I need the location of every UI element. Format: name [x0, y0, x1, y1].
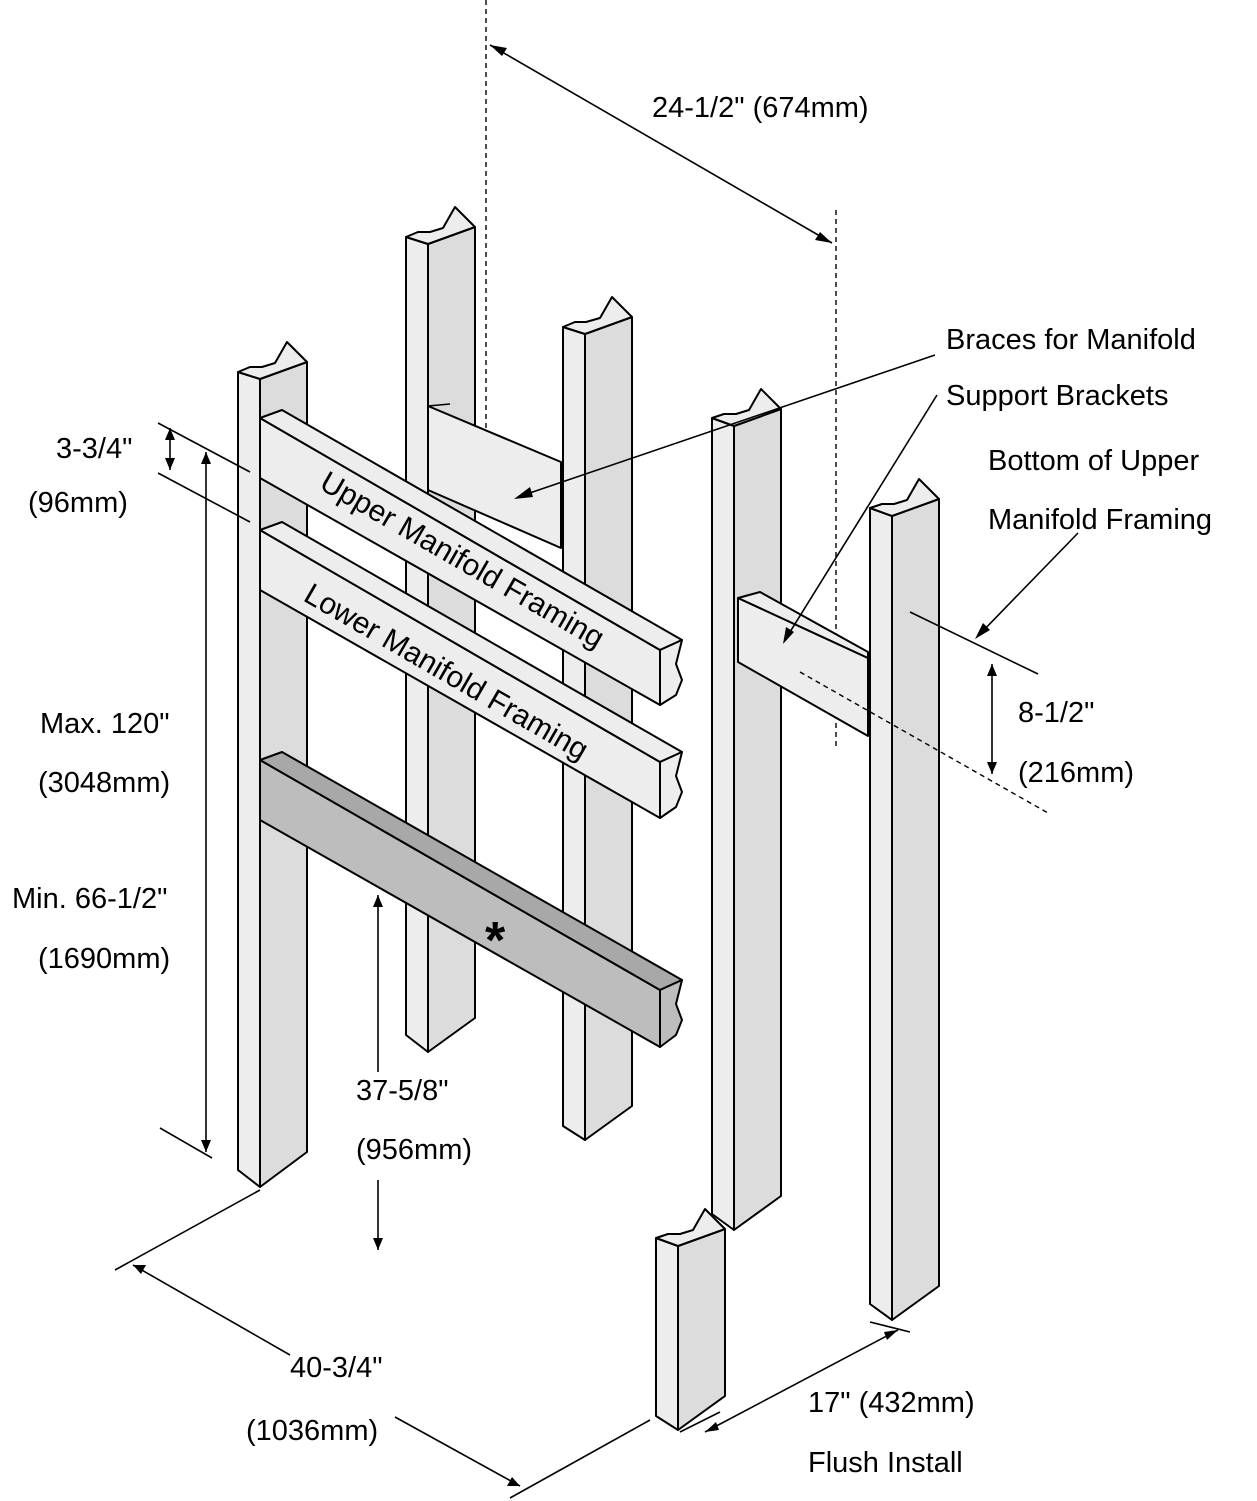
label-top-width: 24-1/2" (674mm) — [652, 92, 869, 124]
label-gap-in: 3-3/4" — [56, 433, 132, 465]
label-min-in: Min. 66-1/2" — [12, 883, 167, 915]
dimension-right — [799, 611, 1049, 814]
label-width-in: 40-3/4" — [290, 1352, 383, 1384]
label-max-mm: (3048mm) — [38, 767, 170, 799]
dimension-gap — [157, 422, 251, 523]
gray-blocking-board — [259, 751, 683, 1048]
label-gap-mm: (96mm) — [28, 487, 128, 519]
label-mid-mm: (956mm) — [356, 1134, 472, 1166]
label-right-mm: (216mm) — [1018, 757, 1134, 789]
label-braces-line1: Braces for Manifold — [946, 324, 1196, 356]
label-bottom-upper-line2: Manifold Framing — [988, 504, 1212, 536]
label-depth: 17" (432mm) — [808, 1387, 975, 1419]
dimension-bottom-width — [114, 1189, 651, 1499]
stud-right-back — [711, 388, 782, 1231]
brace-block-right — [737, 591, 869, 737]
brace-block-upper — [427, 403, 562, 549]
label-width-mm: (1036mm) — [246, 1415, 378, 1447]
dimension-top-width — [489, 44, 833, 244]
stud-short-front — [655, 1208, 726, 1431]
dimension-mid — [373, 895, 383, 1250]
braces-leader-lines — [514, 354, 938, 644]
dimension-depth — [679, 1321, 911, 1433]
label-bottom-upper-line1: Bottom of Upper — [988, 445, 1199, 477]
upper-manifold-framing-board — [259, 409, 683, 706]
label-max-in: Max. 120" — [40, 708, 170, 740]
label-min-mm: (1690mm) — [38, 943, 170, 975]
bottom-upper-leader — [975, 532, 1079, 639]
stud-right-front — [869, 478, 940, 1321]
label-mid-in: 37-5/8" — [356, 1075, 449, 1107]
lower-manifold-framing-board — [259, 521, 683, 819]
asterisk-marker: * — [485, 912, 506, 970]
label-flush: Flush Install — [808, 1447, 963, 1479]
dimension-height — [159, 452, 213, 1159]
label-right-in: 8-1/2" — [1018, 697, 1094, 729]
label-braces-line2: Support Brackets — [946, 380, 1168, 412]
